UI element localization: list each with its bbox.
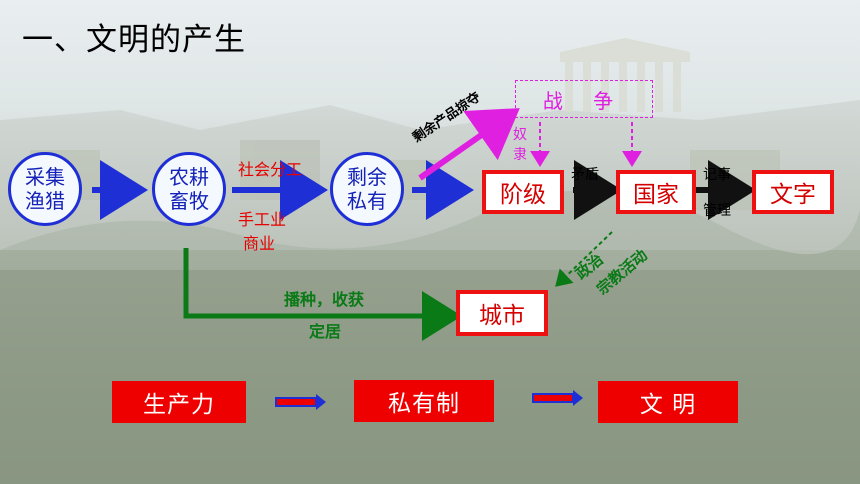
- label-slave-2: 隶: [513, 147, 527, 163]
- node-writing: 文字: [752, 170, 834, 214]
- arrow-bottom-1: [275, 394, 326, 410]
- node-surplus-private: 剩余私有: [330, 152, 404, 226]
- node-class: 阶级: [482, 170, 564, 214]
- node-farm-herd: 农耕畜牧: [152, 152, 226, 226]
- label-conflict: 矛盾: [571, 167, 599, 183]
- box-civilization: 文 明: [598, 381, 738, 423]
- page-title: 一、文明的产生: [22, 22, 246, 58]
- label-division-of-labor: 社会分工: [238, 160, 303, 179]
- node-gather-fish: 采集渔猎: [8, 152, 82, 226]
- node-city: 城市: [456, 290, 548, 336]
- node-war: 战 争: [515, 80, 653, 118]
- label-settle: 定居: [309, 322, 342, 341]
- node-state: 国家: [616, 170, 696, 214]
- label-slave-1: 奴: [513, 127, 527, 143]
- arrow-bottom-2: [532, 390, 583, 406]
- label-commerce: 商业: [243, 234, 276, 253]
- label-manage: 管理: [703, 203, 731, 219]
- label-handicraft: 手工业: [238, 210, 287, 229]
- arrow-politics-dashed: [555, 231, 613, 287]
- label-sow-harvest: 播种，收获: [284, 290, 365, 309]
- arrow-plunder: [418, 108, 520, 181]
- arrow-farm-city: [183, 248, 462, 341]
- box-private-ownership: 私有制: [354, 380, 494, 422]
- box-productivity: 生产力: [112, 381, 246, 423]
- label-record: 记事: [703, 167, 731, 183]
